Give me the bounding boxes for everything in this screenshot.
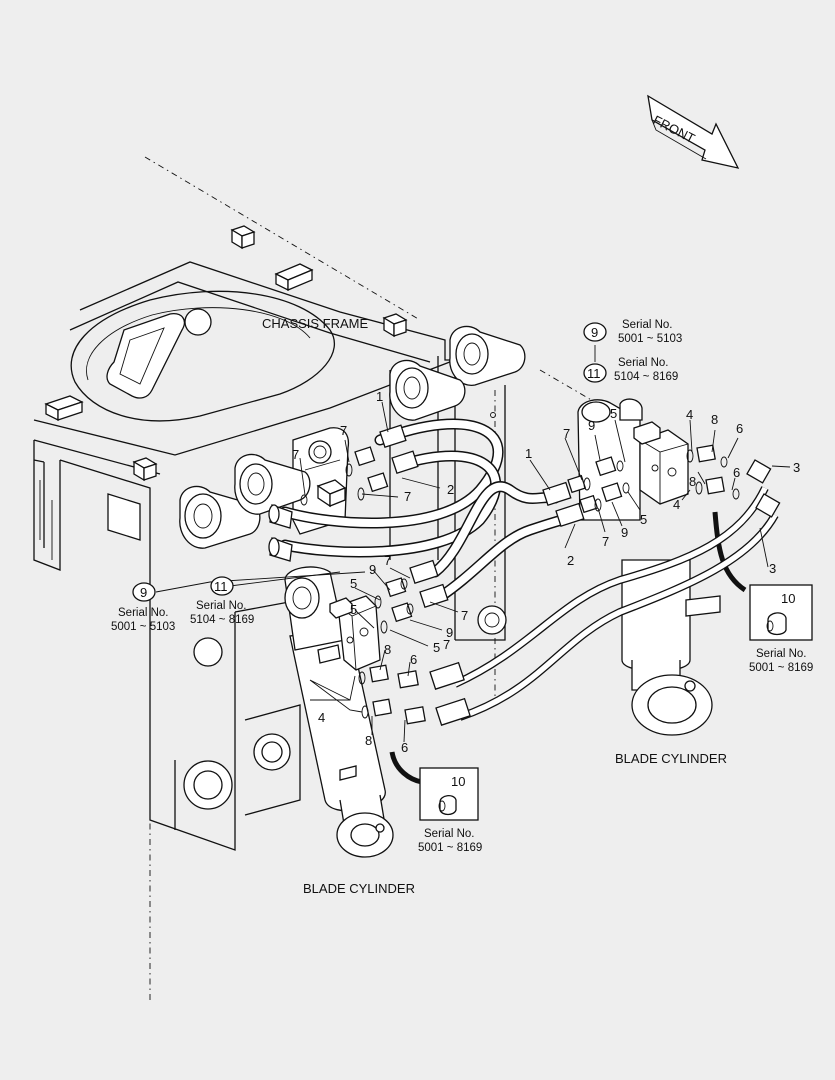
callout-5: 5	[350, 576, 357, 591]
callout-4: 4	[686, 407, 693, 422]
serial-label: Serial No.	[118, 607, 169, 619]
callout-6: 6	[733, 465, 740, 480]
leader-lines	[155, 345, 791, 743]
callout-4: 4	[673, 497, 680, 512]
callout-7: 7	[443, 637, 450, 652]
callout-8: 8	[365, 733, 372, 748]
deck-bar	[274, 263, 314, 292]
serial-range: 5001 ~ 5103	[111, 621, 175, 633]
detail-box-right: 10 Serial No. 5001 ~ 8169	[749, 584, 813, 674]
callout-6: 6	[401, 740, 408, 755]
serial-note-left: 9 11 Serial No. 5001 ~ 5103 Serial No. 5…	[111, 576, 254, 633]
blade-cylinder-left	[284, 566, 423, 858]
callout-7: 7	[563, 426, 570, 441]
callout-7: 7	[292, 447, 299, 462]
callout-7: 7	[602, 534, 609, 549]
serial-note-top: 9 11 Serial No. 5001 ~ 5103 Serial No. 5…	[583, 319, 682, 383]
callout-7: 7	[340, 423, 347, 438]
callout-8: 8	[689, 474, 696, 489]
serial-range: 5001 ~ 8169	[418, 842, 482, 854]
circled-11: 11	[587, 366, 601, 381]
hose-3-upper	[453, 486, 769, 688]
serial-label: Serial No.	[756, 648, 807, 660]
callout-7: 7	[404, 489, 411, 504]
callout-9: 9	[446, 625, 453, 640]
blade-cylinder-right-label: BLADE CYLINDER	[615, 751, 727, 766]
callout-9: 9	[369, 562, 376, 577]
callout-5: 5	[433, 640, 440, 655]
callout-3: 3	[769, 561, 776, 576]
detail-number: 10	[781, 591, 795, 606]
serial-label: Serial No.	[622, 319, 673, 331]
callout-5: 5	[640, 512, 647, 527]
callout-2: 2	[567, 553, 574, 568]
serial-range: 5001 ~ 5103	[618, 333, 682, 345]
callout-2: 2	[447, 482, 454, 497]
callout-5: 5	[350, 602, 357, 617]
deck-cube	[230, 225, 256, 250]
circled-9: 9	[140, 585, 147, 600]
callout-9: 9	[621, 525, 628, 540]
callout-3: 3	[793, 460, 800, 475]
serial-range: 5104 ~ 8169	[190, 614, 254, 626]
front-arrow: FRONT	[647, 94, 740, 169]
callout-4: 4	[318, 710, 325, 725]
hose-1-lower	[429, 481, 561, 578]
hose-1-upper	[279, 418, 504, 529]
callout-8: 8	[711, 412, 718, 427]
serial-range: 5104 ~ 8169	[614, 371, 678, 383]
serial-range: 5001 ~ 8169	[749, 662, 813, 674]
detail-box-left: 10 Serial No. 5001 ~ 8169	[418, 767, 482, 854]
hose-fittings	[268, 424, 781, 726]
callout-1: 1	[525, 446, 532, 461]
hose-2-upper	[279, 450, 502, 558]
callout-1: 1	[376, 389, 383, 404]
callout-7: 7	[461, 608, 468, 623]
serial-label: Serial No.	[424, 828, 475, 840]
deck-cube	[382, 313, 408, 338]
callout-8: 8	[384, 642, 391, 657]
hose-2-lower	[434, 512, 576, 603]
chassis-frame: CHASSIS FRAME	[33, 156, 601, 1000]
deck-bar	[44, 395, 84, 422]
hose-3-lower	[458, 513, 779, 721]
callout-9: 9	[588, 418, 595, 433]
circled-9: 9	[591, 325, 598, 340]
callout-6: 6	[736, 421, 743, 436]
serial-label: Serial No.	[196, 600, 247, 612]
serial-label: Serial No.	[618, 357, 669, 369]
callout-7: 7	[384, 553, 391, 568]
callout-6: 6	[410, 652, 417, 667]
detail-number: 10	[451, 774, 465, 789]
circled-11: 11	[214, 579, 228, 594]
blade-cylinder-left-label: BLADE CYLINDER	[303, 881, 415, 896]
blade-cylinder-right	[577, 398, 747, 736]
chassis-frame-label: CHASSIS FRAME	[262, 316, 369, 331]
callout-5: 5	[610, 406, 617, 421]
callouts: 1 1 2 2 3 3 4 4 4 5 5 5 5 5 6 6 6 6 7 7 …	[292, 389, 800, 755]
deck-cube	[132, 457, 158, 482]
